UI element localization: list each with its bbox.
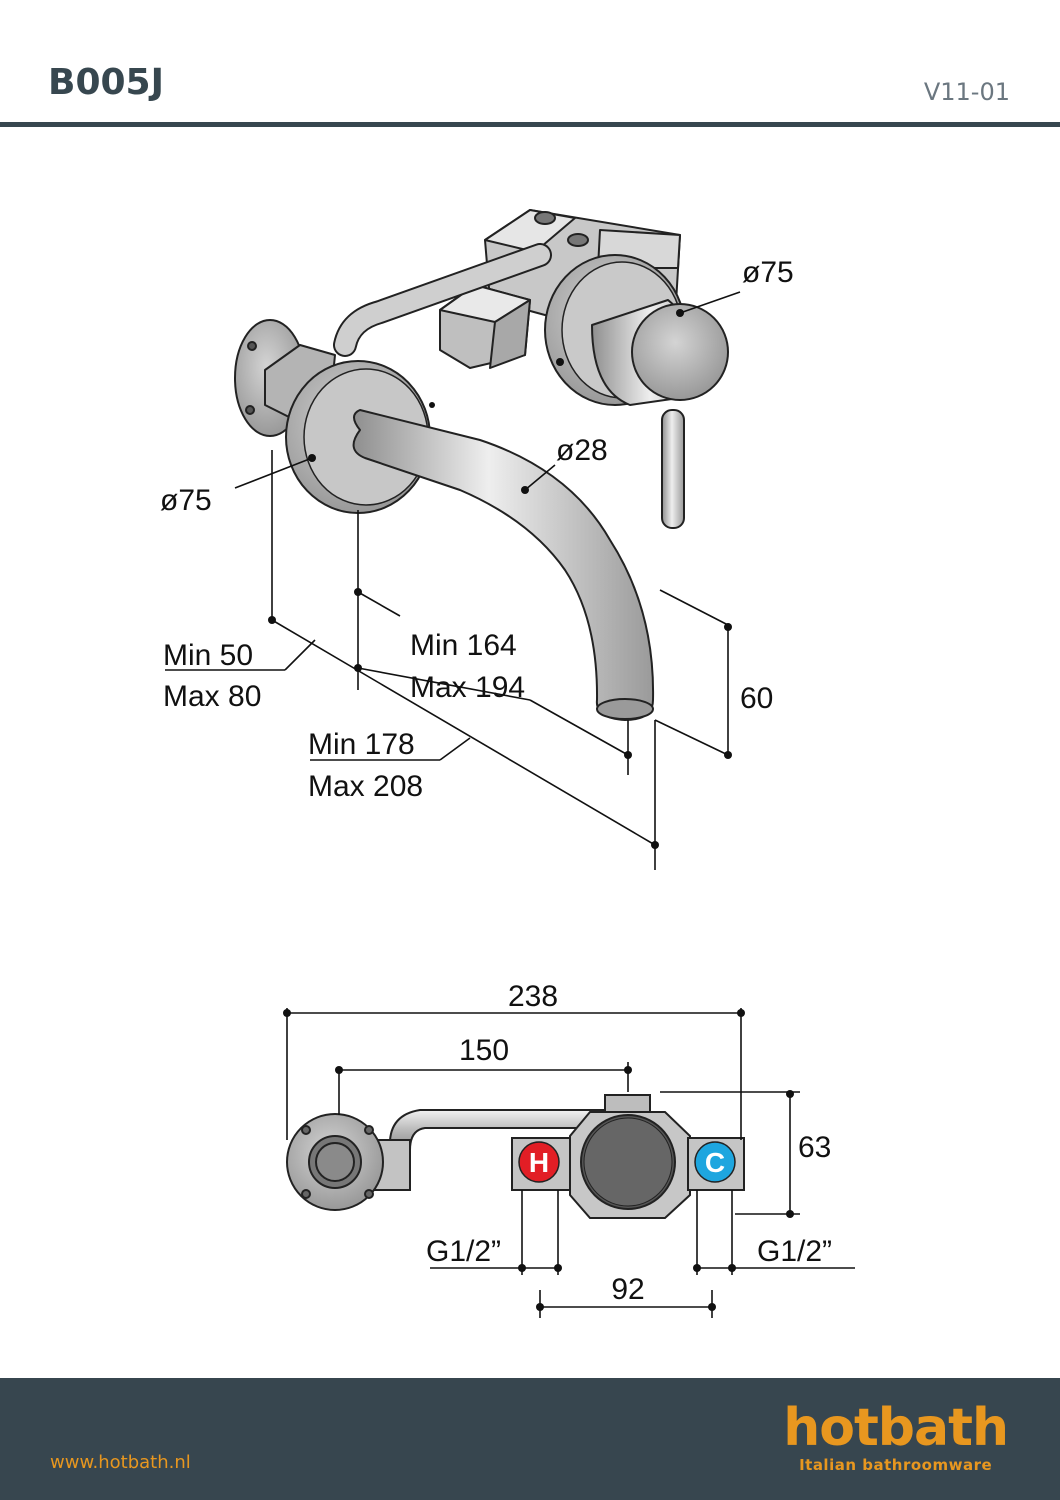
top-dimension-lines (165, 291, 741, 870)
brand-logo: hotbath Italian bathroomware (783, 1398, 1009, 1474)
dim-depth3-max: Max 208 (308, 770, 423, 803)
hot-inlet-marker: H (518, 1141, 560, 1183)
dim-inlet-distance: 92 (611, 1273, 644, 1306)
dim-depth2-min: Min 164 (410, 629, 517, 662)
wall-flange (234, 319, 336, 437)
dim-total-width: 238 (508, 980, 558, 1013)
page-footer (0, 1378, 1060, 1500)
mixer-body (439, 209, 681, 369)
connection-pipe (333, 243, 552, 357)
page-header: B005J V11-01 (0, 0, 1060, 128)
top-dimension-dots (268, 309, 732, 849)
bottom-dimension-lines (286, 1008, 855, 1318)
dim-rosette-diameter: ø75 (160, 484, 212, 517)
bottom-dimension-dots (283, 1009, 794, 1311)
plan-view (286, 1094, 745, 1219)
isometric-view (234, 209, 729, 721)
dim-depth3-min: Min 178 (308, 728, 415, 761)
cold-label: C (705, 1147, 725, 1178)
dim-depth1-max: Max 80 (163, 680, 261, 713)
mixer-handle (591, 299, 729, 529)
dim-valve-diameter: ø75 (742, 256, 794, 289)
dim-thread-right: G1/2” (757, 1235, 832, 1268)
website-link[interactable]: www.hotbath.nl (50, 1452, 191, 1473)
hot-label: H (529, 1147, 549, 1178)
brand-name: hotbath (783, 1398, 1009, 1458)
brand-tagline: Italian bathroomware (799, 1456, 993, 1474)
dim-spout-distance: 150 (459, 1034, 509, 1067)
dim-plan-height: 63 (798, 1131, 831, 1164)
dim-thread-left: G1/2” (426, 1235, 501, 1268)
dim-depth1-min: Min 50 (163, 639, 253, 672)
technical-drawing: ø75 ø75 ø28 Min 50 Max 80 Min 164 Max 19… (160, 209, 855, 1318)
cold-inlet-marker: C (694, 1141, 736, 1183)
dim-spout-diameter: ø28 (556, 434, 608, 467)
dim-spout-height: 60 (740, 682, 773, 715)
spout (352, 409, 655, 721)
dim-depth2-max: Max 194 (410, 671, 525, 704)
document-version: V11-01 (923, 78, 1010, 106)
header-rule (0, 122, 1060, 127)
product-code: B005J (48, 62, 164, 103)
